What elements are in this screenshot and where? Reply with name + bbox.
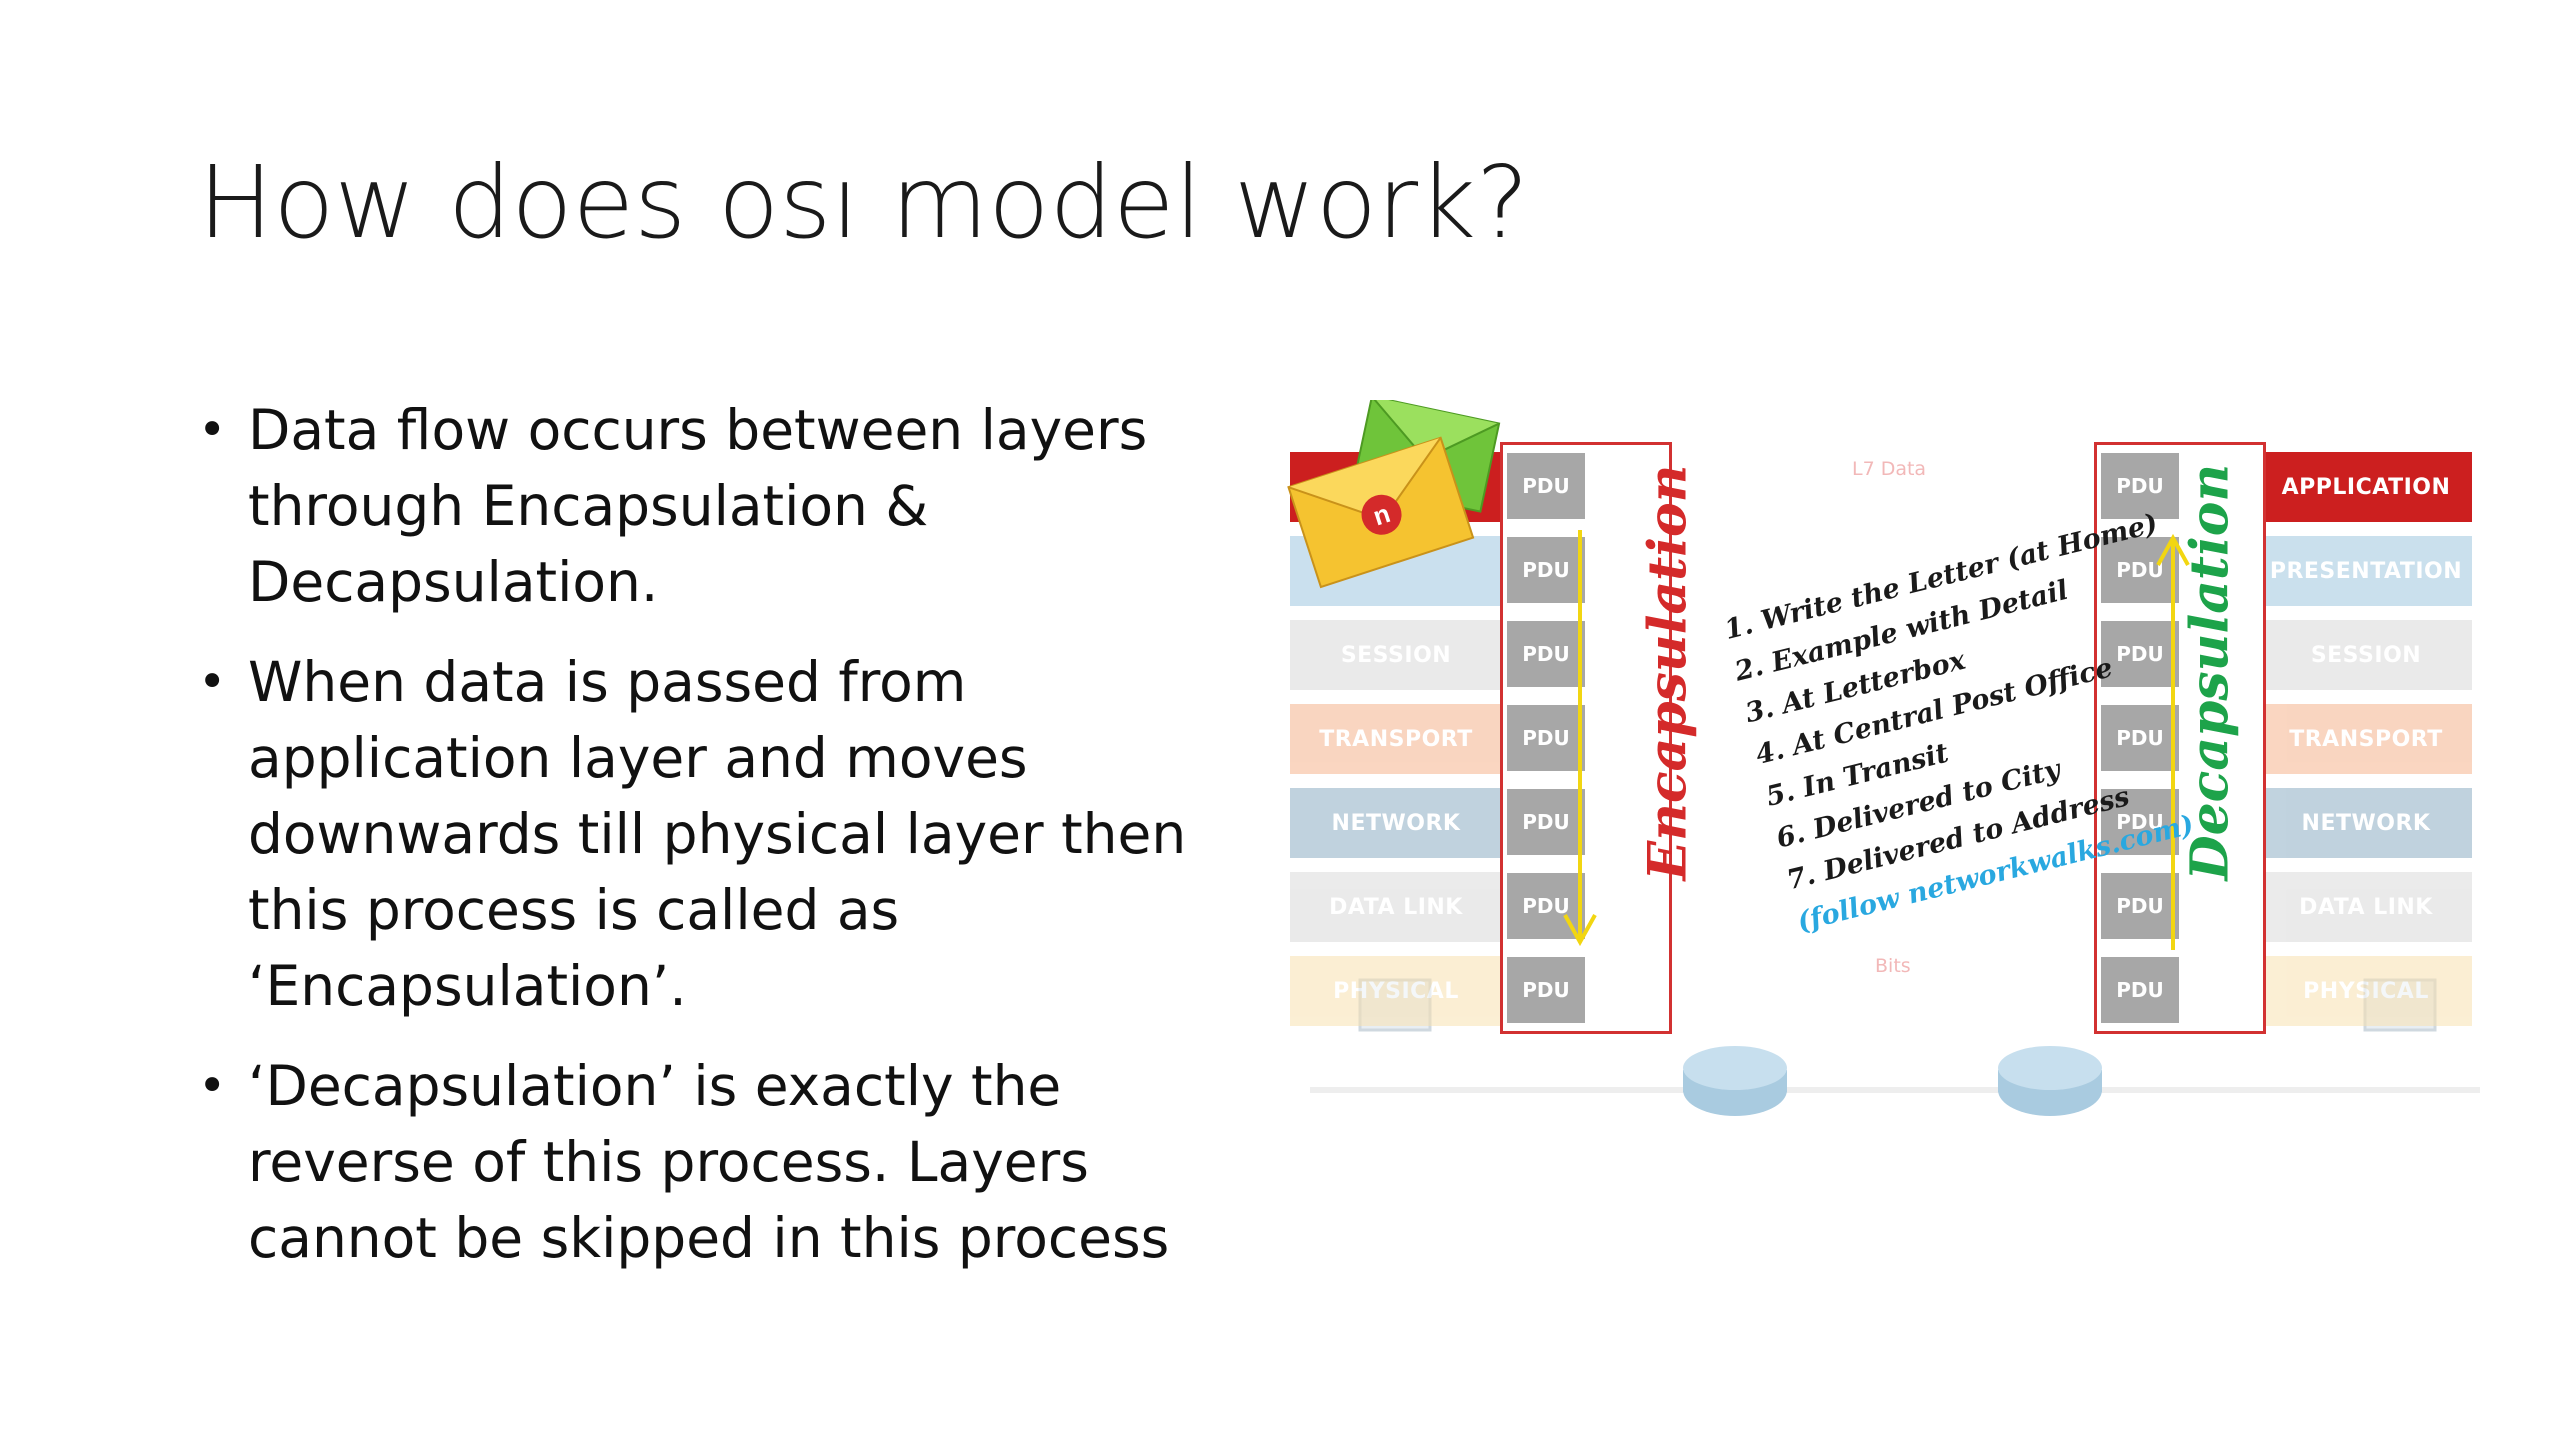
bullet-text: ‘Decapsulation’ is exactly the reverse o… bbox=[248, 1054, 1170, 1270]
encapsulation-label: Encapsulation bbox=[1637, 464, 1699, 881]
pdu-box: PDU bbox=[1507, 789, 1585, 855]
slide-title: How does osı model work? bbox=[198, 144, 1530, 261]
pdu-box: PDU bbox=[1507, 705, 1585, 771]
decapsulation-arrow-head bbox=[2156, 533, 2190, 566]
bullet-item: • ‘Decapsulation’ is exactly the reverse… bbox=[198, 1048, 1238, 1276]
bullet-dot: • bbox=[198, 402, 227, 458]
osi-layer-box: TRANSPORT bbox=[2260, 704, 2472, 774]
osi-layer-box: DATA LINK bbox=[2260, 872, 2472, 942]
osi-layer-box: SESSION bbox=[2260, 620, 2472, 690]
pdu-box: PDU bbox=[2101, 789, 2179, 855]
osi-layer-box: DATA LINK bbox=[1290, 872, 1502, 942]
pdu-box: PDU bbox=[2101, 957, 2179, 1023]
pdu-box: PDU bbox=[1507, 453, 1585, 519]
bits-label: Bits bbox=[1875, 955, 1911, 977]
osi-layer-box: SESSION bbox=[1290, 620, 1502, 690]
pdu-box: PDU bbox=[2101, 873, 2179, 939]
pdu-box: PDU bbox=[1507, 621, 1585, 687]
bullet-list: • Data flow occurs between layers through… bbox=[198, 392, 1238, 1300]
osi-layer-box: PHYSICAL bbox=[2260, 956, 2472, 1026]
flow-arrows bbox=[1563, 530, 2190, 950]
pdu-box: PDU bbox=[1507, 957, 1585, 1023]
bullet-item: • Data flow occurs between layers through… bbox=[198, 392, 1238, 620]
osi-layer-box: NETWORK bbox=[2260, 788, 2472, 858]
pdu-box: PDU bbox=[2101, 453, 2179, 519]
osi-layer-box: PRESENTATION bbox=[2260, 536, 2472, 606]
bullet-dot: • bbox=[198, 1058, 227, 1114]
envelope-icon: n bbox=[1287, 400, 1501, 589]
osi-layer-box: TRANSPORT bbox=[1290, 704, 1502, 774]
osi-layer-box: APPLICATION bbox=[2260, 452, 2472, 522]
bullet-item: • When data is passed from application la… bbox=[198, 644, 1238, 1024]
pdu-box: PDU bbox=[2101, 621, 2179, 687]
pdu-box: PDU bbox=[2101, 705, 2179, 771]
osi-diagram: APSESSIONTRANSPORTNETWORKDATA LINKPHYSIC… bbox=[1280, 400, 2510, 1180]
osi-layer-box: PHYSICAL bbox=[1290, 956, 1502, 1026]
bullet-text: Data flow occurs between layers through … bbox=[248, 398, 1148, 614]
bullet-text: When data is passed from application lay… bbox=[248, 650, 1187, 1018]
osi-layer-box: NETWORK bbox=[1290, 788, 1502, 858]
encapsulation-arrow-head bbox=[1563, 914, 1597, 947]
l7-data-label: L7 Data bbox=[1852, 458, 1927, 480]
pdu-box: PDU bbox=[1507, 537, 1585, 603]
bullet-dot: • bbox=[198, 654, 227, 710]
